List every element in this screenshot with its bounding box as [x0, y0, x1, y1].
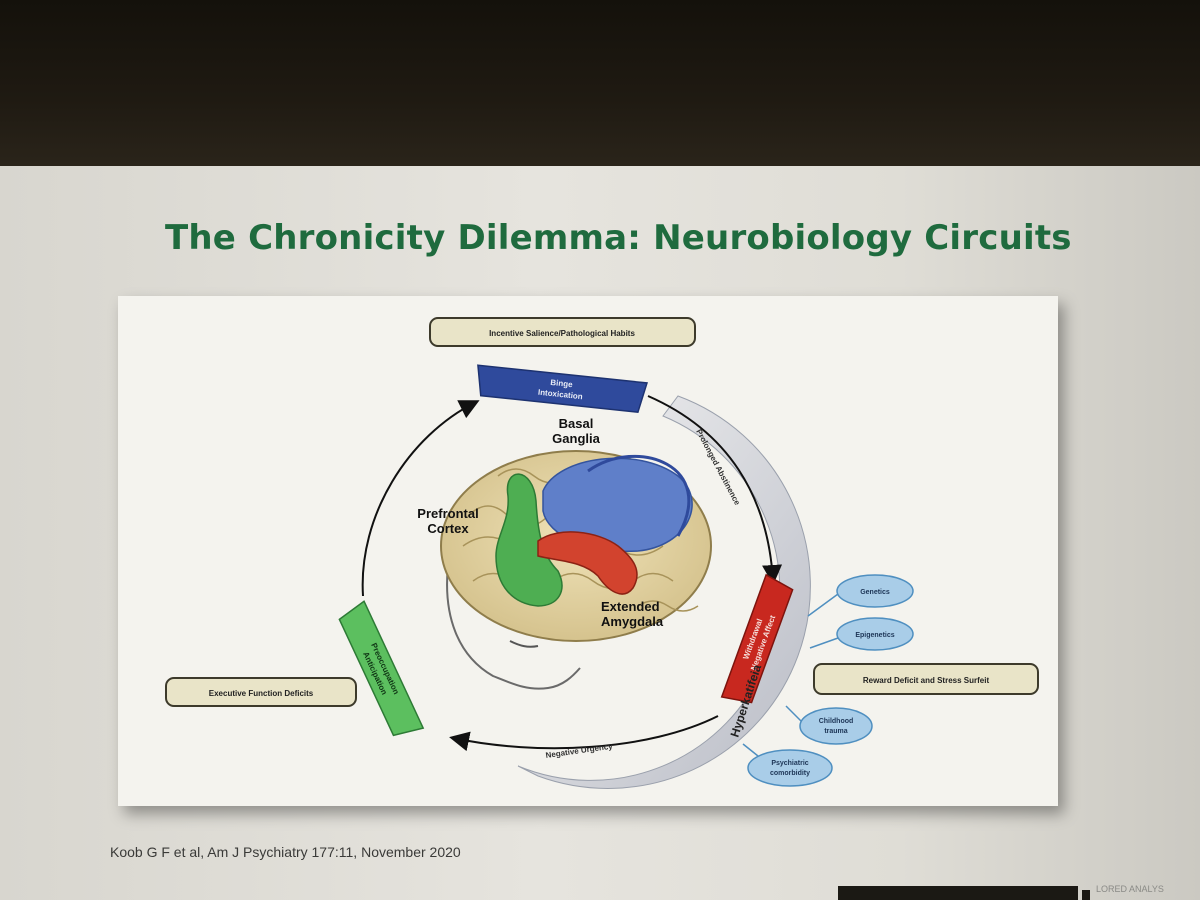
stage-top-line1: Binge — [550, 378, 574, 389]
arrow-to-top — [361, 400, 480, 597]
amygdala-label-2: Amygdala — [601, 614, 664, 629]
factor-connectors — [742, 593, 839, 757]
factor-genetics — [836, 574, 914, 608]
arrow-bottom-label: Negative Urgency — [545, 742, 614, 760]
factor-genetics-text: Genetics — [860, 589, 890, 596]
basal-ganglia-label-2: Ganglia — [552, 431, 600, 446]
monitor-bezel — [0, 0, 1200, 166]
factor-trauma-line1: Childhood — [819, 718, 854, 725]
slide-title: The Chronicity Dilemma: Neurobiology Cir… — [165, 218, 1072, 258]
box-executive-function — [165, 677, 357, 707]
factor-epigenetics — [836, 617, 914, 651]
stage-withdrawal-negative-affect — [720, 573, 794, 704]
box-reward-deficit — [813, 663, 1039, 695]
box-reward-deficit-text: Reward Deficit and Stress Surfeit — [863, 676, 990, 685]
stage-preoccupation-anticipation — [338, 600, 425, 737]
box-executive-function-text: Executive Function Deficits — [209, 689, 314, 698]
presentation-slide: The Chronicity Dilemma: Neurobiology Cir… — [0, 166, 1200, 900]
factor-psychiatric-comorbidity — [747, 749, 833, 787]
arrow-prolonged-abstinence — [647, 395, 783, 585]
factor-psychiatric-line2: comorbidity — [770, 770, 810, 777]
citation: Koob G F et al, Am J Psychiatry 177:11, … — [110, 844, 461, 860]
prefrontal-region — [495, 473, 563, 607]
prefrontal-label-2: Cortex — [427, 521, 469, 536]
neurobiology-circuit-diagram: Binge Intoxication Withdrawal Negative A… — [118, 296, 1058, 806]
stage-binge-intoxication — [477, 364, 648, 413]
factor-epigenetics-text: Epigenetics — [855, 632, 894, 639]
corner-text: LORED ANALYS — [1096, 884, 1164, 894]
taskbar-block — [838, 886, 1078, 900]
factor-trauma-line2: trauma — [824, 728, 847, 735]
box-incentive-salience — [429, 317, 696, 347]
head-outline — [446, 565, 581, 690]
factor-psychiatric-line1: Psychiatric — [771, 760, 808, 767]
amygdala-region — [537, 531, 638, 595]
basal-ganglia-label-1: Basal — [559, 416, 594, 431]
amygdala-label-1: Extended — [601, 599, 660, 614]
factor-childhood-trauma — [799, 707, 873, 745]
arrow-negative-urgency — [449, 715, 719, 752]
taskbar-block-small — [1082, 890, 1090, 900]
prefrontal-label-1: Prefrontal — [417, 506, 478, 521]
head-face — [509, 640, 539, 648]
box-incentive-salience-text: Incentive Salience/Pathological Habits — [489, 329, 635, 338]
cycle-crescent — [517, 395, 811, 789]
